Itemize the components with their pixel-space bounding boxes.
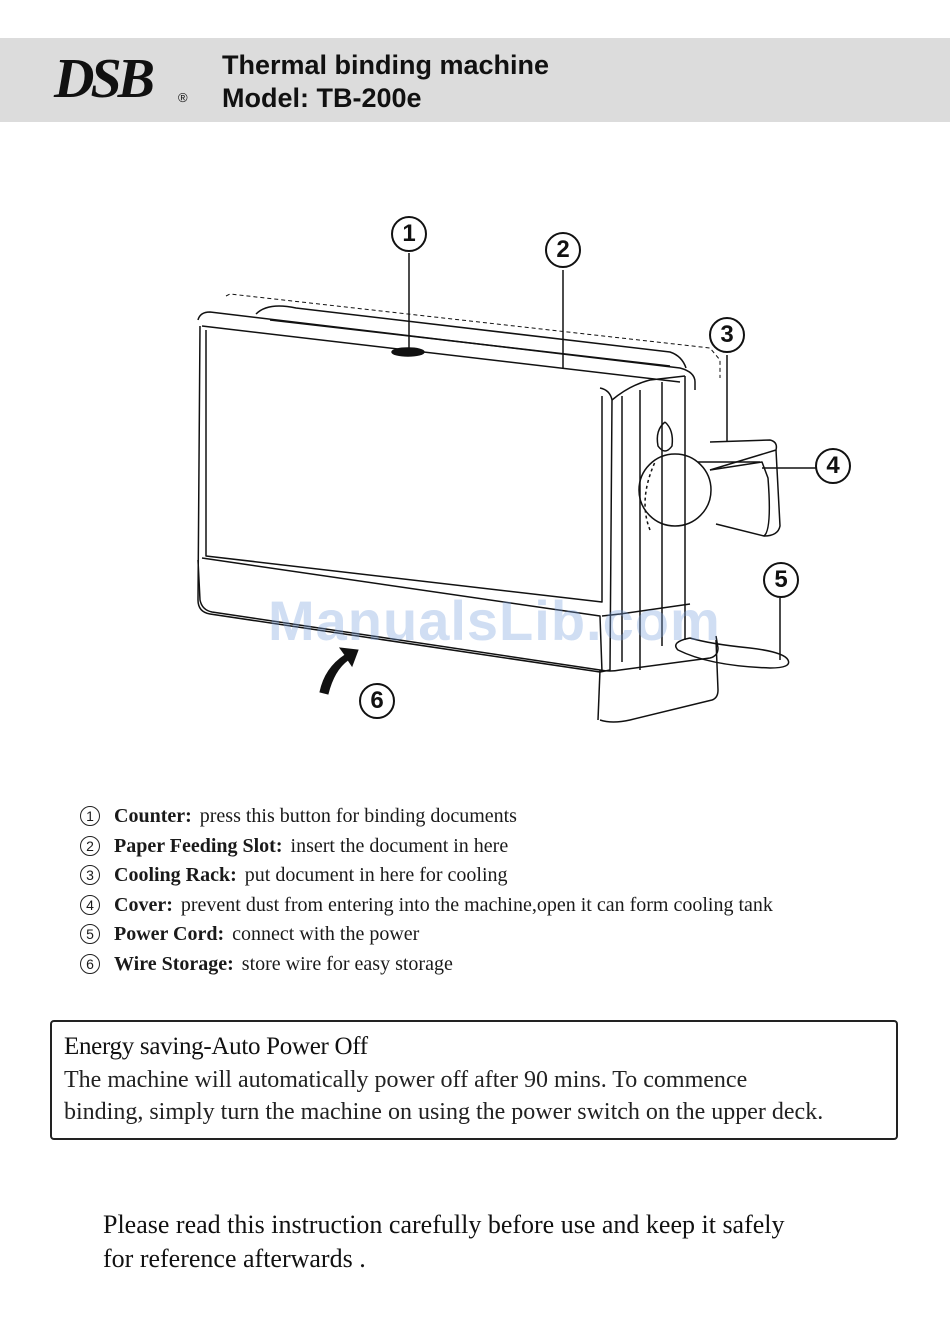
callout-4: 4 — [815, 448, 851, 484]
footer-instruction: Please read this instruction carefully b… — [103, 1208, 903, 1276]
watermark: ManualsLib.com — [268, 589, 721, 652]
legend-item: 3 Cooling Rack: put document in here for c… — [80, 861, 900, 891]
legend-number: 1 — [80, 806, 100, 826]
model-number: Model: TB-200e — [222, 83, 422, 113]
callout-6: 6 — [359, 683, 395, 719]
legend-label: Power Cord: — [114, 923, 225, 945]
legend-label: Counter: — [114, 805, 192, 827]
legend-number: 2 — [80, 835, 100, 856]
energy-saving-notice: Energy saving-Auto Power Off The machine… — [50, 1020, 898, 1140]
legend-text: prevent dust from entering into the mach… — [180, 893, 773, 916]
legend-label: Cover: — [114, 893, 173, 916]
legend-text: connect with the power — [232, 923, 420, 945]
legend-item: 4 Cover: prevent dust from entering into t… — [80, 891, 900, 921]
legend-text: store wire for easy storage — [241, 952, 453, 975]
legend-item: 2 Paper Feeding Slot: insert the document … — [80, 832, 900, 862]
footer-line: for reference afterwards . — [103, 1244, 366, 1273]
notice-line: The machine will automatically power off… — [64, 1067, 748, 1093]
machine-drawing — [197, 253, 816, 723]
legend-number: 3 — [80, 865, 100, 885]
legend-item: 6 Wire Storage: store wire for easy storag… — [80, 950, 900, 980]
callout-2: 2 — [545, 232, 581, 268]
notice-title: Energy saving-Auto Power Off — [64, 1033, 368, 1060]
legend-label: Wire Storage: — [114, 952, 234, 975]
legend-label: Paper Feeding Slot: — [114, 834, 283, 857]
legend-text: insert the document in here — [290, 834, 509, 857]
callout-5: 5 — [763, 562, 799, 598]
legend-text: press this button for binding documents — [199, 805, 517, 827]
notice-line: binding, simply turn the machine on usin… — [64, 1099, 824, 1125]
document-title: Thermal binding machine — [222, 50, 550, 80]
logo-text: DSB — [54, 48, 155, 110]
legend-item: 5 Power Cord: connect with the power — [80, 920, 900, 950]
legend-number: 4 — [80, 894, 100, 915]
legend-text: put document in here for cooling — [244, 864, 508, 886]
header-bar: DSB ® Thermal binding machine Model: TB-… — [0, 38, 950, 122]
footer-line: Please read this instruction carefully b… — [103, 1210, 785, 1239]
dsb-logo: DSB ® — [54, 48, 194, 110]
callout-3: 3 — [709, 317, 745, 353]
registered-mark: ® — [178, 90, 188, 105]
parts-legend: 1 Counter: press this button for binding d… — [80, 802, 900, 979]
legend-label: Cooling Rack: — [114, 864, 237, 886]
legend-number: 6 — [80, 953, 100, 974]
legend-item: 1 Counter: press this button for binding d… — [80, 802, 900, 832]
callout-1: 1 — [391, 216, 427, 252]
title-block: Thermal binding machine Model: TB-200e — [222, 49, 549, 115]
legend-number: 5 — [80, 924, 100, 944]
machine-diagram: ManualsLib.com 1 2 3 4 5 6 — [150, 200, 870, 740]
